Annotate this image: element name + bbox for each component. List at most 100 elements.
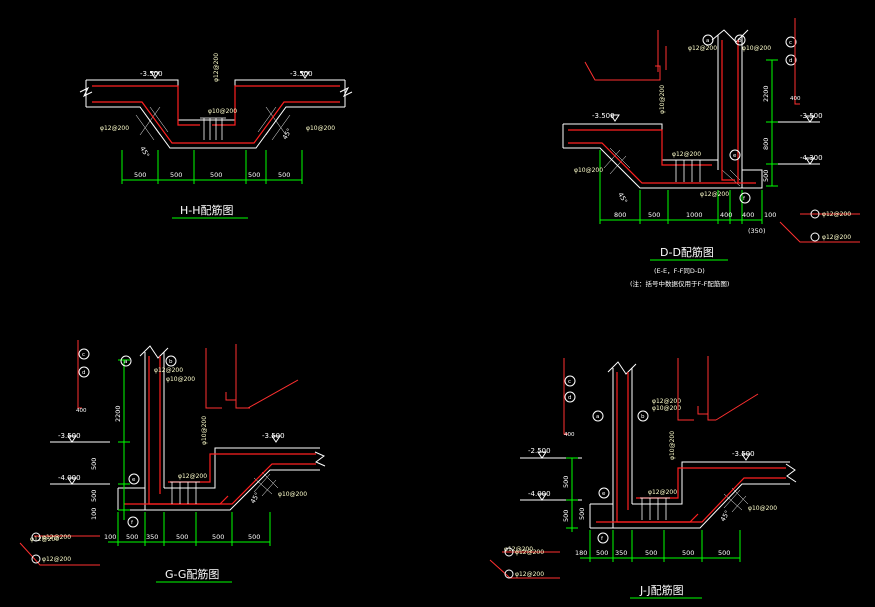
dd-rebar-bottom	[568, 142, 756, 184]
hh-dim-3: 500	[210, 171, 222, 179]
hh-concrete-top	[86, 79, 345, 121]
dd-title: D-D配筋图	[660, 245, 714, 259]
gg-rebar-label-1: φ12@200	[154, 367, 183, 374]
jj-level-left-top-marker	[537, 451, 547, 459]
jj-title: J-J配筋图	[639, 583, 684, 597]
dd-level-right-top-marker	[805, 115, 815, 123]
view-dd: -3.500 -3.500 -4.300 2200 800 500 800 50…	[562, 18, 860, 288]
jj-dim-v-3: 500	[578, 508, 586, 520]
jj-stirrups	[640, 497, 670, 520]
gg-dim-v-4: 100	[90, 508, 98, 520]
gg-dim-b-ticks	[117, 512, 271, 546]
gg-rebar-slab-bottom	[124, 463, 316, 505]
dd-dim-b-1: 800	[614, 211, 626, 219]
svg-text:d: d	[82, 370, 86, 376]
hh-label-3: φ12@200	[100, 125, 129, 132]
dd-stirrups	[672, 159, 706, 182]
svg-text:d: d	[789, 58, 793, 64]
dd-level-top: -3.500	[592, 112, 615, 120]
jj-dim-b-6: 500	[718, 549, 730, 557]
jj-circle-labels: a b c d e f	[564, 375, 649, 544]
dd-dim-v-3: 500	[762, 170, 770, 182]
gg-dim-b-2: 500	[126, 533, 138, 541]
dd-rebar-top	[568, 129, 712, 166]
hh-label-1: φ12@200	[213, 53, 220, 82]
dd-wall-break	[711, 29, 749, 43]
svg-text:φ12@200: φ12@200	[515, 571, 544, 578]
gg-title: G-G配筋图	[165, 567, 219, 581]
svg-text:b: b	[169, 359, 173, 365]
jj-dim-v-2: 500	[562, 510, 570, 522]
hh-rebar-bottom	[92, 101, 340, 144]
gg-dim-v-1: 2200	[114, 405, 122, 422]
jj-rebar-label-4: φ12@200	[648, 489, 677, 496]
dd-dim-b-4: 400	[720, 211, 732, 219]
gg-break-right	[314, 451, 326, 467]
hh-level-left-marker	[150, 71, 160, 79]
dd-level-right-bottom-marker	[805, 157, 815, 165]
svg-text:e: e	[602, 491, 606, 497]
gg-slab-bottom	[118, 469, 320, 511]
hh-dim-2: 500	[170, 171, 182, 179]
svg-text:e: e	[733, 153, 737, 159]
hh-label-2: φ10@200	[208, 108, 237, 115]
svg-text:φ12@200: φ12@200	[42, 534, 71, 541]
dd-rebar-wall-inner	[721, 40, 735, 181]
view-hh: -3.500 -3.500 φ12@200 φ10@200 φ12@200 φ1…	[79, 53, 353, 219]
svg-text:f: f	[743, 196, 746, 202]
jj-level-right-marker	[741, 453, 751, 461]
hh-level-right-marker	[300, 71, 310, 79]
jj-legend: φ12@200 φ12@200	[504, 547, 544, 579]
hh-break-symbol-left	[79, 86, 93, 98]
svg-text:c: c	[82, 352, 85, 358]
svg-text:φ12@200: φ12@200	[822, 234, 851, 241]
gg-dim-v-3: 500	[90, 490, 98, 502]
svg-text:c: c	[789, 40, 792, 46]
gg-dim-b-4: 500	[176, 533, 188, 541]
jj-dim-b-5: 500	[682, 549, 694, 557]
dd-subtitle-2: (注：括号中数据仅用于F-F配筋图)	[630, 279, 729, 288]
svg-text:a: a	[706, 38, 709, 44]
svg-text:φ12@200: φ12@200	[515, 549, 544, 556]
jj-rebar-label-5: φ10@200	[748, 505, 777, 512]
dd-rebar-label-3: φ10@200	[659, 85, 666, 114]
hh-label-4: φ10@200	[306, 125, 335, 132]
gg-circle-labels: a b c d e f	[78, 348, 177, 528]
dd-slab-bottom	[563, 147, 763, 189]
dd-rebar-label-1: φ12@200	[688, 45, 717, 52]
dd-hatch	[599, 147, 741, 187]
dd-dim-b-3: 1000	[686, 211, 703, 219]
gg-dim-b-1: 100	[104, 533, 116, 541]
dd-circle-labels: a b c d e f	[702, 34, 797, 204]
gg-level-left-top-marker	[67, 435, 77, 443]
dd-dim-v-1: 2200	[762, 85, 770, 102]
dd-dim-paren: (350)	[748, 227, 765, 235]
gg-hatch	[253, 471, 279, 497]
jj-dim-v-1: 500	[562, 476, 570, 488]
dd-dim-b-ticks	[599, 150, 763, 224]
svg-text:f: f	[601, 536, 604, 542]
gg-rebar-label-2: φ10@200	[166, 376, 195, 383]
jj-dim-b-ticks	[589, 530, 741, 562]
hh-level-right: -3.500	[290, 70, 313, 78]
hh-hatch	[135, 106, 291, 141]
svg-text:a: a	[124, 359, 127, 365]
hh-dim-5: 500	[278, 171, 290, 179]
dd-rebar-label-6: φ12@200	[700, 191, 729, 198]
gg-legend: φ12@200 φ12@200	[31, 532, 71, 564]
jj-dim-b-3: 350	[615, 549, 627, 557]
svg-text:d: d	[568, 395, 572, 401]
jj-rebar-label-3: φ10@200	[669, 431, 676, 460]
jj-rebar-label-6: φ12@200	[504, 546, 533, 553]
jj-rebar-label-2: φ10@200	[652, 405, 681, 412]
jj-level-mark: 400	[564, 432, 575, 438]
hh-stirrups	[200, 117, 226, 140]
gg-wall-break	[139, 345, 169, 359]
gg-dim-b-5: 500	[212, 533, 224, 541]
jj-dim-b-4: 500	[645, 549, 657, 557]
jj-dim-v-ticks	[566, 457, 578, 529]
jj-level-left-bottom-marker	[537, 493, 547, 501]
hh-rebar-top-right	[212, 85, 340, 126]
gg-rebar-label-6: φ12@200	[30, 536, 59, 543]
